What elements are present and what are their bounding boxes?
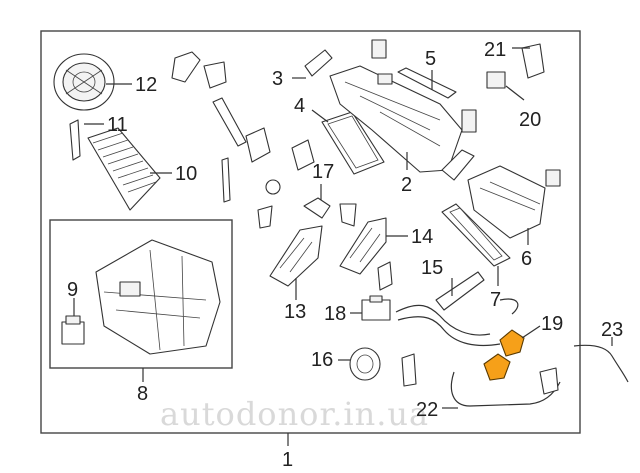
callout-13: 13 (284, 301, 306, 323)
callout-6: 6 (521, 248, 532, 270)
part-15-arm (435, 271, 485, 311)
part-10-filter (87, 127, 161, 211)
callout-4: 4 (294, 95, 305, 117)
callout-18: 18 (324, 303, 346, 325)
callout-2: 2 (401, 174, 412, 196)
part-18-actuator (361, 295, 391, 321)
callout-23: 23 (601, 319, 623, 341)
callout-16: 16 (311, 349, 333, 371)
callout-20: 20 (519, 109, 541, 131)
part-grommet (265, 179, 281, 195)
part-21-connector (521, 43, 545, 79)
part-pipe-c (499, 298, 519, 315)
callout-11: 11 (107, 114, 128, 136)
part-bracket-d (291, 139, 315, 171)
callout-19: 19 (541, 313, 563, 335)
part-clip-e (257, 205, 273, 229)
part-pipe-a (395, 304, 491, 336)
subassembly-frame (49, 219, 233, 369)
part-14-duct (339, 217, 387, 275)
callout-8: 8 (137, 383, 148, 405)
part-clip-f (339, 203, 357, 227)
callout-labels: 12 11 10 3 4 5 2 6 7 17 13 14 15 18 16 1… (67, 39, 623, 471)
callout-7: 7 (490, 289, 501, 311)
part-plate (245, 127, 271, 163)
part-13-duct (269, 225, 323, 287)
part-17-clip (303, 197, 331, 219)
part-clip-g (377, 261, 393, 291)
callout-3: 3 (272, 68, 283, 90)
part-2-housing (329, 65, 477, 173)
callout-21: 21 (484, 39, 506, 61)
part-20-sensor (486, 71, 506, 89)
part-3-seal (304, 49, 333, 77)
part-clip-b (203, 61, 227, 89)
callout-17: 17 (312, 161, 334, 183)
part-12-blower-motor (53, 53, 115, 111)
callout-1: 1 (282, 449, 293, 471)
callout-14: 14 (411, 226, 433, 248)
part-5-strip (397, 67, 457, 99)
watermark-text: autodonor.in.ua (160, 395, 429, 433)
part-23-hose (573, 344, 629, 383)
callout-10: 10 (175, 163, 197, 185)
part-clamp-b (539, 367, 559, 395)
callout-12: 12 (135, 74, 157, 96)
part-7-frame (441, 203, 511, 267)
part-6-box (467, 165, 561, 239)
main-frame (40, 30, 581, 434)
part-8-unit (95, 239, 221, 355)
part-11-bracket (69, 119, 81, 161)
part-clip-a (171, 51, 201, 83)
callout-5: 5 (425, 48, 436, 70)
part-4-frame (321, 111, 385, 175)
callout-9: 9 (67, 279, 78, 301)
part-seal-b (441, 149, 475, 181)
part-16-motor (349, 347, 381, 381)
part-link (221, 157, 231, 203)
part-clip-c (371, 39, 387, 59)
leader-lines (73, 47, 613, 446)
part-rod (212, 97, 247, 147)
part-9-actuator (61, 315, 85, 345)
part-pipe-b (397, 316, 501, 347)
part-clamp-a (401, 353, 417, 387)
part-19-actuator-highlight (483, 329, 525, 381)
callout-22: 22 (416, 399, 438, 421)
callout-15: 15 (421, 257, 443, 279)
